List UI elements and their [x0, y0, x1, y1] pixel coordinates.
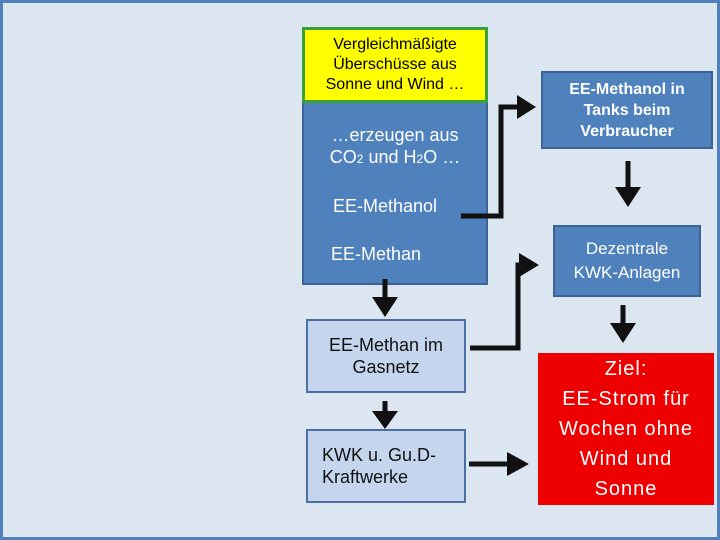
- arrowhead-icon: [610, 323, 636, 343]
- kwk-line-1: KWK u. Gu.D-: [322, 445, 437, 465]
- arrowhead-icon: [507, 452, 529, 476]
- goal-line-4: Wind und: [579, 448, 673, 470]
- goal-line-2: EE-Strom für: [562, 388, 690, 410]
- ee-methan-label: EE-Methan: [331, 244, 422, 264]
- surplus-box: Vergleichmäßigte Überschüsse aus Sonne u…: [302, 27, 488, 103]
- produce-line-1: …erzeugen aus: [331, 125, 459, 145]
- arrow-gasnetz-to-dezentral: [470, 262, 523, 351]
- surplus-text: Vergleichmäßigte Überschüsse aus Sonne u…: [325, 36, 465, 93]
- dezentral-line-1: Dezentrale: [585, 239, 669, 258]
- arrowhead-icon: [615, 187, 641, 207]
- goal-line-5: Sonne: [594, 478, 658, 500]
- kwk-box: KWK u. Gu.D- Kraftwerke: [306, 429, 466, 503]
- produce-line-2: CO2 und H2O …: [329, 147, 461, 167]
- dezentral-line-2: KWK-Anlagen: [573, 263, 681, 282]
- kwk-line-2: Kraftwerke: [322, 467, 409, 487]
- arrowhead-icon: [519, 253, 539, 277]
- gasnetz-box: EE-Methan im Gasnetz: [306, 319, 466, 393]
- subscript: 2: [356, 152, 364, 166]
- arrow-layer: [372, 95, 641, 476]
- tanks-line-3: Verbraucher: [580, 122, 674, 140]
- arrowhead-icon: [517, 95, 536, 119]
- goal-box: Ziel: EE-Strom für Wochen ohne Wind und …: [538, 353, 714, 505]
- tanks-line-2: Tanks beim: [583, 101, 671, 119]
- dezentral-box: Dezentrale KWK-Anlagen: [553, 225, 701, 297]
- arrow-methanol-to-tanks: [461, 104, 521, 219]
- gasnetz-line-2: Gasnetz: [352, 357, 420, 377]
- arrowhead-icon: [372, 297, 398, 317]
- produce-text: …erzeugen aus CO2 und H2O …: [315, 124, 475, 170]
- goal-line-3: Wochen ohne: [558, 418, 694, 440]
- gasnetz-line-1: EE-Methan im: [328, 335, 444, 355]
- tanks-box: EE-Methanol in Tanks beim Verbraucher: [541, 71, 713, 149]
- tanks-line-1: EE-Methanol in: [569, 80, 685, 98]
- goal-line-1: Ziel:: [604, 358, 648, 380]
- subscript: 2: [416, 152, 424, 166]
- ee-methanol-label: EE-Methanol: [333, 196, 438, 216]
- arrowhead-icon: [372, 411, 398, 429]
